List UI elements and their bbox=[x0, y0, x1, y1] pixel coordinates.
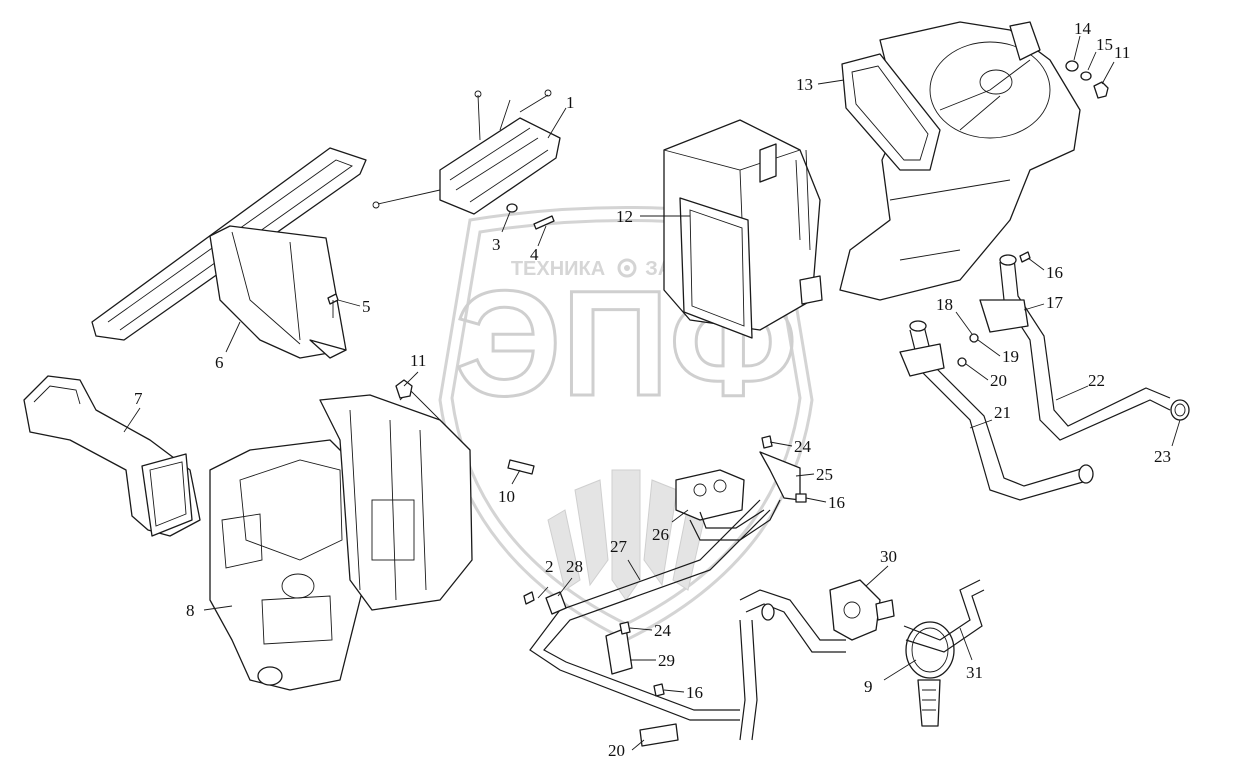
bolt-24-bottom bbox=[619, 621, 631, 635]
bolt-20-top bbox=[957, 357, 967, 367]
callout-21: 21 bbox=[994, 403, 1011, 422]
nut-19 bbox=[969, 333, 979, 343]
callout-31: 31 bbox=[966, 663, 983, 682]
callout-20-bottom: 20 bbox=[608, 741, 625, 760]
nut-11-left bbox=[395, 379, 413, 399]
bolt-10 bbox=[507, 459, 535, 475]
washer-15 bbox=[1080, 71, 1092, 81]
callouts: 1 2 3 4 5 6 7 8 9 10 11 11 12 13 14 15 1 bbox=[123, 19, 1181, 760]
washer-3 bbox=[506, 203, 518, 213]
callout-11-right: 11 bbox=[1114, 43, 1130, 62]
callout-6: 6 bbox=[215, 353, 224, 372]
blower-unit-part bbox=[839, 21, 1081, 301]
bolt-2 bbox=[523, 591, 535, 605]
callout-11-left: 11 bbox=[410, 351, 426, 370]
hose-31 bbox=[903, 579, 985, 653]
callout-8: 8 bbox=[186, 601, 195, 620]
evaporator-case-part bbox=[663, 119, 823, 339]
washer-14 bbox=[1065, 60, 1079, 72]
callout-13: 13 bbox=[796, 75, 813, 94]
callout-26: 26 bbox=[652, 525, 669, 544]
callout-18: 18 bbox=[936, 295, 953, 314]
callout-10: 10 bbox=[498, 487, 515, 506]
heater-hoses-right bbox=[899, 254, 1171, 501]
callout-24-bottom: 24 bbox=[654, 621, 672, 640]
nut-11-right bbox=[1093, 81, 1109, 99]
coolant-hoses-27 bbox=[529, 499, 846, 741]
callout-16-bottom: 16 bbox=[686, 683, 703, 702]
bolt-24-top bbox=[761, 435, 773, 449]
watermark-left-text: ТЕХНИКА bbox=[511, 258, 605, 280]
callout-15: 15 bbox=[1096, 35, 1113, 54]
callout-27: 27 bbox=[610, 537, 628, 556]
bracket-28 bbox=[545, 591, 567, 615]
callout-1: 1 bbox=[566, 93, 575, 112]
control-panel-part bbox=[372, 89, 561, 215]
callout-24-top: 24 bbox=[794, 437, 812, 456]
bracket-20-bottom bbox=[639, 723, 679, 747]
hose-clamp-9 bbox=[905, 621, 955, 727]
callout-7: 7 bbox=[134, 389, 143, 408]
clamp-23 bbox=[1170, 399, 1190, 421]
callout-19: 19 bbox=[1002, 347, 1019, 366]
callout-30: 30 bbox=[880, 547, 897, 566]
heater-housing-part bbox=[209, 389, 473, 691]
callout-20-top: 20 bbox=[990, 371, 1007, 390]
callout-3: 3 bbox=[492, 235, 501, 254]
callout-17: 17 bbox=[1046, 293, 1064, 312]
callout-22: 22 bbox=[1088, 371, 1105, 390]
bolt-16-top bbox=[1019, 251, 1031, 263]
bolt-16-mid bbox=[795, 493, 807, 503]
bracket-29 bbox=[605, 627, 633, 675]
callout-29: 29 bbox=[658, 651, 675, 670]
callout-14: 14 bbox=[1074, 19, 1092, 38]
callout-5: 5 bbox=[362, 297, 371, 316]
side-duct-part bbox=[23, 375, 201, 537]
water-valve-30 bbox=[829, 579, 895, 641]
callout-16-top: 16 bbox=[1046, 263, 1063, 282]
screw-4 bbox=[533, 215, 555, 230]
callout-4: 4 bbox=[530, 245, 539, 264]
watermark-gear-icon bbox=[617, 258, 637, 278]
callout-2: 2 bbox=[545, 557, 554, 576]
callout-9: 9 bbox=[864, 677, 873, 696]
callout-23: 23 bbox=[1154, 447, 1171, 466]
defrost-duct-part bbox=[91, 147, 367, 359]
callout-12: 12 bbox=[616, 207, 633, 226]
bolt-16-bottom bbox=[653, 683, 665, 697]
bracket-25 bbox=[759, 451, 801, 501]
callout-25: 25 bbox=[816, 465, 833, 484]
callout-28: 28 bbox=[566, 557, 583, 576]
watermark-shield bbox=[438, 206, 814, 642]
callout-16-mid: 16 bbox=[828, 493, 845, 512]
